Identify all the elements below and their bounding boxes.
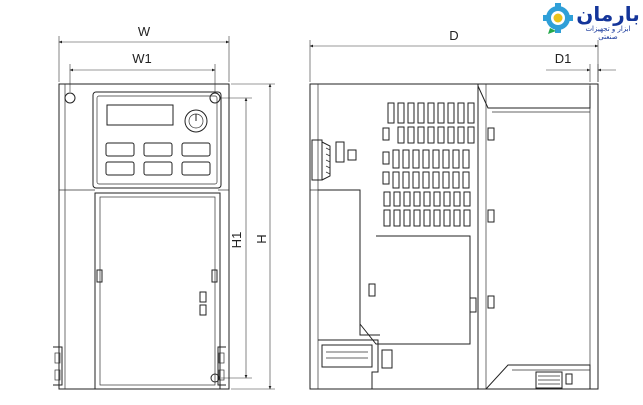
brand-tagline: ابزار و تجهیزات صنعتی (585, 25, 631, 41)
gear-icon (543, 3, 573, 34)
lcd-display (106, 104, 174, 126)
terminal-cover (94, 192, 221, 390)
mount-hole-top-left (64, 92, 76, 104)
front-body-outline (58, 83, 230, 390)
fan-grille (535, 371, 563, 389)
side-view (309, 83, 599, 390)
top-bracket (477, 85, 591, 109)
front-view (53, 83, 230, 390)
mount-hole-top-right (209, 92, 221, 104)
label-d: D (449, 28, 458, 43)
key (105, 142, 135, 157)
key (105, 161, 135, 176)
label-w: W (138, 24, 151, 39)
side-dial-housing (311, 139, 323, 181)
key (143, 142, 173, 157)
keypad-panel (92, 91, 222, 189)
dimension-h1: H1 (221, 97, 252, 379)
key (181, 142, 211, 157)
dimension-w1: W1 (69, 51, 216, 92)
side-body-outline (309, 83, 599, 390)
terminal-block (318, 339, 379, 389)
brand-logo-text: بارمان (576, 2, 640, 26)
label-d1: D1 (555, 51, 572, 66)
vent-slots-middle (382, 149, 470, 189)
key (143, 161, 173, 176)
fan-housing (485, 364, 591, 390)
dimension-h: H (231, 83, 275, 390)
control-knob (184, 109, 208, 133)
label-h1: H1 (229, 232, 244, 249)
key (181, 161, 211, 176)
vent-slots-lower (383, 191, 471, 227)
dimension-w: W (58, 24, 230, 82)
label-h: H (254, 234, 269, 243)
dimension-d1: D1 (546, 51, 616, 82)
bottom-clip-left (53, 346, 63, 386)
vent-slots-top (382, 102, 475, 144)
label-w1: W1 (132, 51, 152, 66)
inner-chassis-panel (359, 235, 471, 345)
keypad-keys (105, 142, 211, 176)
bottom-clip-right (217, 346, 226, 386)
